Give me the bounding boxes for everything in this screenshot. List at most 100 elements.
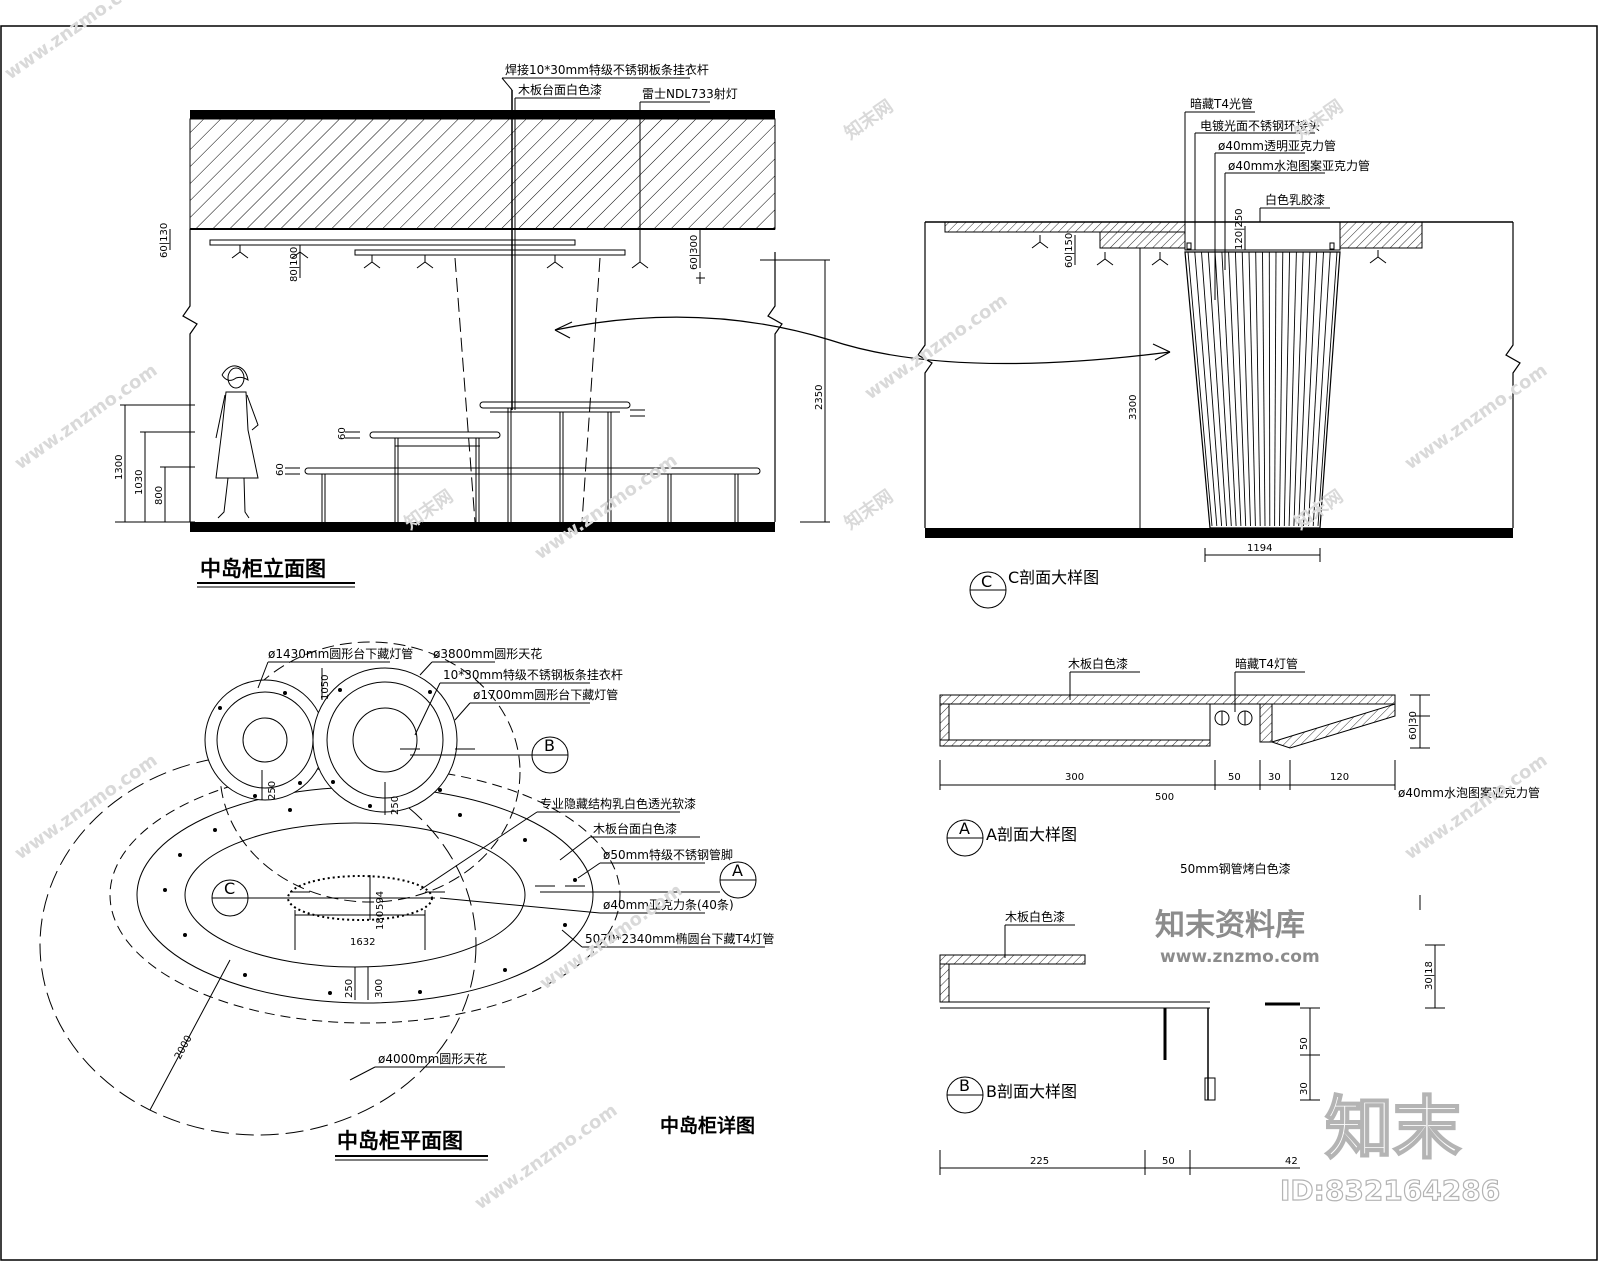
label-ellipse-light: 5070*2340mm椭圆台下藏T4灯管 xyxy=(585,931,774,946)
leg-dots xyxy=(163,688,577,995)
marker-c-top: C xyxy=(981,572,992,591)
dim-1030: 1030 xyxy=(134,470,145,495)
brand-id: ID:832164286 xyxy=(1280,1174,1500,1207)
label-b-board: 木板白色漆 xyxy=(1005,909,1065,924)
label-ceiling3800: ø3800mm圆形天花 xyxy=(433,646,542,661)
svg-text:www.znzmo.com: www.znzmo.com xyxy=(531,450,682,564)
label-a-t4: 暗藏T4灯管 xyxy=(1235,656,1298,671)
label-b-pipe: 50mm钢管烤白色漆 xyxy=(1180,861,1291,876)
acrylic-tube-bundle xyxy=(1187,251,1338,527)
label-rail: 焊接10*30mm特级不锈钢板条挂衣杆 xyxy=(505,62,709,77)
label-a-tube: ø40mm水泡图案亚克力管 xyxy=(1398,785,1540,800)
ceiling-4000 xyxy=(39,754,477,1136)
label-light-film: 专业隐藏结构乳白色透光软漆 xyxy=(540,796,696,811)
dim-250c: 250 xyxy=(344,979,355,998)
svg-text:www.znzmo.com: www.znzmo.com xyxy=(1,0,152,84)
label-a-board: 木板白色漆 xyxy=(1068,656,1128,671)
dim-2000: 2000 xyxy=(173,1034,195,1062)
acrylic-tube xyxy=(1288,251,1297,527)
label-joint: 电镀光面不锈钢环接头 xyxy=(1200,118,1320,133)
marker-b-title: B xyxy=(959,1076,970,1095)
dim-130: 60|130 xyxy=(159,223,170,258)
acrylic-tube xyxy=(1241,251,1251,527)
title-plan: 中岛柜平面图 xyxy=(337,1129,463,1153)
human-figure xyxy=(215,365,259,519)
acrylic-tube xyxy=(1293,251,1304,527)
acrylic-tube xyxy=(1262,251,1266,527)
dim-b-tail: 42 xyxy=(1285,1156,1298,1167)
dim-60b: 60 xyxy=(275,463,286,476)
section-c-view: 暗藏T4光管 电镀光面不锈钢环接头 ø40mm透明亚克力管 ø40mm水泡图案亚… xyxy=(917,96,1521,609)
ceiling-slab xyxy=(190,110,775,119)
dim-250b: 250 xyxy=(390,796,401,815)
dim-300b: 300 xyxy=(374,979,385,998)
brand-name: 知末资料库 xyxy=(1155,908,1305,943)
label-latex: 白色乳胶漆 xyxy=(1265,192,1325,207)
acrylic-tube xyxy=(1268,251,1271,527)
label-rods: ø40mm亚克力条(40条) xyxy=(603,898,734,912)
label-leg: ø50mm特级不锈钢管脚 xyxy=(603,847,733,862)
acrylic-tube xyxy=(1283,251,1291,527)
acrylic-tube xyxy=(1234,251,1247,527)
title-section-c: C剖面大样图 xyxy=(1008,568,1099,587)
label-t4: 暗藏T4光管 xyxy=(1190,96,1253,111)
dim-800: 800 xyxy=(154,486,165,505)
label-top-paint: 木板台面白色漆 xyxy=(518,82,602,97)
svg-text:www.znzmo.com: www.znzmo.com xyxy=(1401,360,1552,474)
acrylic-tube xyxy=(1303,251,1318,527)
acrylic-tube xyxy=(1228,251,1242,527)
acrylic-tube xyxy=(1255,251,1261,527)
marker-c: C xyxy=(224,879,235,898)
svg-text:知末网: 知末网 xyxy=(1290,485,1347,534)
floor-slab xyxy=(190,522,775,532)
dim-594: 594 xyxy=(375,891,386,910)
plan-view: ø1430mm圆形台下藏灯管 ø3800mm圆形天花 10*30mm特级不锈钢板… xyxy=(39,641,774,1161)
dim-b-225: 225 xyxy=(1030,1156,1049,1167)
title-detail: 中岛柜详图 xyxy=(660,1114,755,1137)
dim-a-500: 500 xyxy=(1155,792,1174,803)
dim-b-50b: 50 xyxy=(1299,1037,1310,1050)
label-plan-rail: 10*30mm特级不锈钢板条挂衣杆 xyxy=(443,667,623,682)
title-section-b: B剖面大样图 xyxy=(986,1082,1077,1101)
dim-a-120: 120 xyxy=(1330,772,1349,783)
acrylic-tube xyxy=(1317,251,1338,527)
svg-text:知末网: 知末网 xyxy=(840,485,897,534)
sheet-border xyxy=(0,25,1598,1261)
dim-a-300: 300 xyxy=(1065,772,1084,783)
brand-logo: 知末 xyxy=(1325,1090,1461,1169)
dim-60a: 60 xyxy=(337,427,348,440)
dim-100: 80|100 xyxy=(289,247,300,282)
acrylic-tube xyxy=(1248,251,1256,527)
dim-250: 250 xyxy=(267,781,278,800)
elevation-view: 焊接10*30mm特级不锈钢板条挂衣杆 木板台面白色漆 雷士NDL733射灯 1… xyxy=(114,62,1171,588)
dim-3300: 3300 xyxy=(1128,395,1139,420)
svg-text:www.znzmo.com: www.znzmo.com xyxy=(1401,750,1552,864)
ceiling-hatch xyxy=(189,118,776,230)
label-plan-top-paint: 木板台面白色漆 xyxy=(593,821,677,836)
dim-a-30: 30 xyxy=(1268,772,1281,783)
title-section-a: A剖面大样图 xyxy=(986,825,1077,844)
acrylic-tube xyxy=(1214,251,1232,527)
dim-a-50: 50 xyxy=(1228,772,1241,783)
title-elevation: 中岛柜立面图 xyxy=(200,557,326,581)
svg-text:www.znzmo.com: www.znzmo.com xyxy=(11,750,162,864)
label-ring1700: ø1700mm圆形台下藏灯管 xyxy=(473,687,618,702)
label-spotlight: 雷士NDL733射灯 xyxy=(642,86,738,101)
acrylic-tube xyxy=(1194,251,1218,527)
dim-b-30: 30 xyxy=(1299,1082,1310,1095)
svg-text:www.znzmo.com: www.znzmo.com xyxy=(11,360,162,474)
dim-300: 60|300 xyxy=(689,235,700,270)
section-a-view: 木板白色漆 暗藏T4灯管 ø40mm水泡图案亚克力管 300 50 30 120… xyxy=(939,656,1540,857)
label-bubble-tube: ø40mm水泡图案亚克力管 xyxy=(1228,158,1370,173)
display-tables xyxy=(304,401,761,522)
marker-a-title: A xyxy=(959,819,970,838)
acrylic-tube xyxy=(1187,251,1213,527)
dim-120: 120|250 xyxy=(1234,208,1245,250)
svg-text:知末网: 知末网 xyxy=(840,95,897,144)
label-ring1430: ø1430mm圆形台下藏灯管 xyxy=(268,646,413,661)
acrylic-tube xyxy=(1207,251,1227,527)
acrylic-tube xyxy=(1274,251,1277,527)
elevation-dimension-lines xyxy=(115,229,830,523)
